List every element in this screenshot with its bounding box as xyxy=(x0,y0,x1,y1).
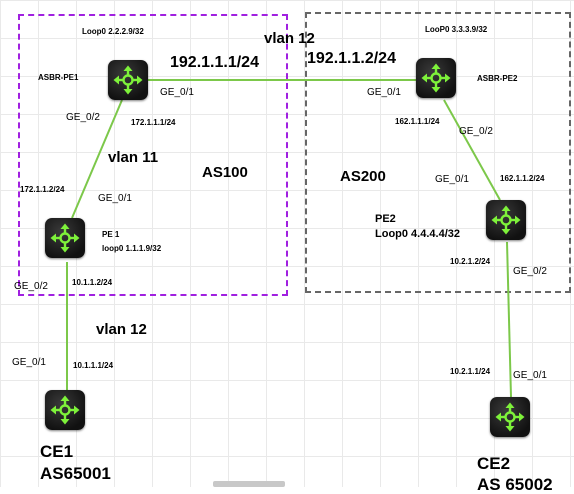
asbr-pe2-ge02-port: GE_0/2 xyxy=(459,126,493,137)
pe2-ge02-port: GE_0/2 xyxy=(513,266,547,277)
as100-boundary[interactable] xyxy=(18,14,288,296)
asbr-pe1-ge01-ip: 192.1.1.1/24 xyxy=(170,54,259,71)
pe1-name: PE 1 xyxy=(102,230,120,239)
horizontal-scrollbar[interactable] xyxy=(213,481,285,487)
ce2-router[interactable] xyxy=(490,397,530,437)
router-icon xyxy=(491,205,521,235)
ce2-ge01-ip: 10.2.1.1/24 xyxy=(450,367,491,376)
pe2-router[interactable] xyxy=(486,200,526,240)
pe1-router[interactable] xyxy=(45,218,85,258)
pe1-ge02-port: GE_0/2 xyxy=(14,281,48,292)
pe1-ge01-port: GE_0/1 xyxy=(98,193,132,204)
ce2-name: CE2 xyxy=(477,454,511,473)
asbr-pe1-name: ASBR-PE1 xyxy=(38,73,79,82)
router-icon xyxy=(495,402,525,432)
as200-boundary[interactable] xyxy=(305,12,571,293)
interconnect-vlan-label: vlan 12 xyxy=(264,30,315,47)
router-icon xyxy=(50,223,80,253)
pe2-ge02-ip: 10.2.1.2/24 xyxy=(450,257,491,266)
asbr-pe1-router[interactable] xyxy=(108,60,148,100)
router-icon xyxy=(421,63,451,93)
link-pe2-ce2[interactable] xyxy=(506,241,512,398)
asbr-pe2-router[interactable] xyxy=(416,58,456,98)
as200-label: AS200 xyxy=(340,168,386,185)
ce2-ge01-port: GE_0/1 xyxy=(513,370,547,381)
ce1-router[interactable] xyxy=(45,390,85,430)
asbr-pe1-ge02-port: GE_0/2 xyxy=(66,112,100,123)
asbr-pe2-loopback: LooP0 3.3.3.9/32 xyxy=(425,25,488,34)
router-icon xyxy=(113,65,143,95)
asbr-pe2-ge01-port: GE_0/1 xyxy=(367,87,401,98)
ce2-as: AS 65002 xyxy=(477,475,553,494)
router-icon xyxy=(50,395,80,425)
ce1-ge01-port: GE_0/1 xyxy=(12,357,46,368)
asbr-pe2-ge01-ip: 192.1.1.2/24 xyxy=(307,50,396,67)
pe2-ge01-port: GE_0/1 xyxy=(435,174,469,185)
asbr-pe1-ge02-ip: 172.1.1.1/24 xyxy=(131,118,176,127)
asbr-pe1-ge01-port: GE_0/1 xyxy=(160,87,194,98)
ce1-as: AS65001 xyxy=(40,464,111,483)
ce1-name: CE1 xyxy=(40,442,74,461)
pe1-ce1-vlan-label: vlan 12 xyxy=(96,321,147,338)
pe1-loopback: loop0 1.1.1.9/32 xyxy=(102,244,162,253)
link-asbr-pe1-pe1[interactable] xyxy=(71,99,123,219)
ce1-ge01-ip: 10.1.1.1/24 xyxy=(73,361,114,370)
pe2-name: PE2 xyxy=(375,213,396,225)
pe1-asbr-vlan-label: vlan 11 xyxy=(108,149,159,166)
asbr-pe1-loopback: Loop0 2.2.2.9/32 xyxy=(82,27,144,36)
pe1-ge01-ip: 172.1.1.2/24 xyxy=(20,185,65,194)
link-asbr-pe2-pe2[interactable] xyxy=(443,99,501,201)
pe2-ge01-ip: 162.1.1.2/24 xyxy=(500,174,545,183)
as100-label: AS100 xyxy=(202,164,248,181)
pe2-loopback: Loop0 4.4.4.4/32 xyxy=(375,228,460,240)
asbr-pe2-ge02-ip: 162.1.1.1/24 xyxy=(395,117,440,126)
pe1-ge02-ip: 10.1.1.2/24 xyxy=(72,278,113,287)
asbr-pe2-name: ASBR-PE2 xyxy=(477,74,518,83)
